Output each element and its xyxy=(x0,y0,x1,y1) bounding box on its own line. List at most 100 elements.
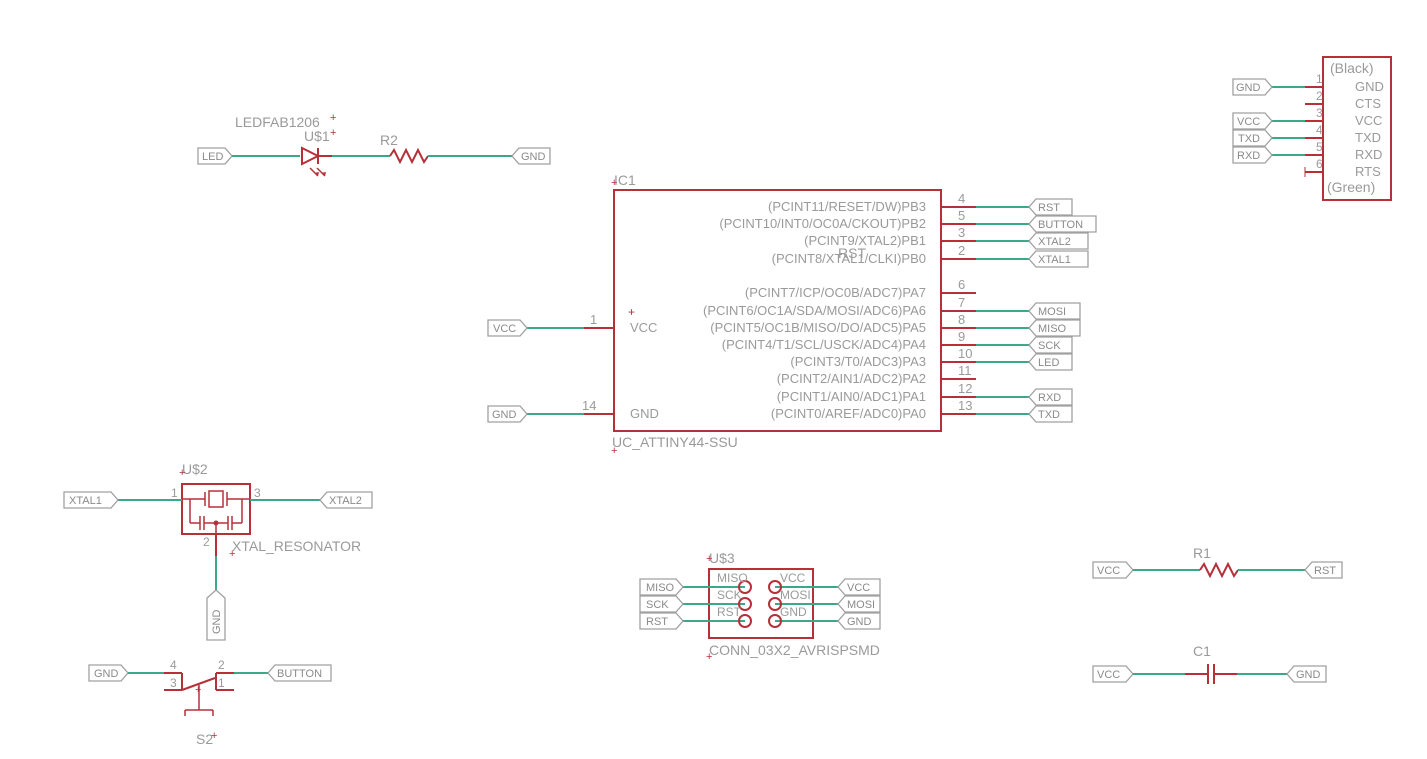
ftdi-header: (Black) (Green) 1 GND GND 2 CTS 3 VCC VC… xyxy=(1232,56,1392,201)
svg-text:TXD: TXD xyxy=(1038,409,1060,421)
net-flag-led[interactable]: LED xyxy=(197,147,233,165)
led-symbol[interactable] xyxy=(301,146,332,177)
svg-text:+: + xyxy=(611,177,617,189)
svg-text:MISO: MISO xyxy=(646,582,675,594)
net-flag-gnd[interactable]: GND xyxy=(1232,78,1273,96)
svg-text:VCC: VCC xyxy=(493,323,516,335)
ftdi-body[interactable] xyxy=(1322,56,1392,201)
net-flag-miso[interactable]: MISO xyxy=(1028,319,1081,337)
ic1-pin-num: 8 xyxy=(958,312,965,327)
ic1-pin-row: (PCINT8/XTAL1/CLKI)PB0 2 XTAL1 xyxy=(772,243,1089,268)
net-flag-gnd[interactable]: GND xyxy=(1286,665,1327,683)
svg-text:VCC: VCC xyxy=(1097,565,1120,577)
ic1-pin-num: 12 xyxy=(958,381,972,396)
u2-pin-num: 2 xyxy=(203,535,210,549)
switch-s2: GND 4 3 2 1 S2 + + BUTTON xyxy=(88,658,332,747)
ftdi-pin-num: 1 xyxy=(1316,72,1323,86)
svg-text:VCC: VCC xyxy=(1237,116,1260,128)
ftdi-pin-num: 3 xyxy=(1316,106,1323,120)
net-flag-xtal2[interactable]: XTAL2 xyxy=(1028,232,1089,250)
svg-text:TXD: TXD xyxy=(1238,133,1260,145)
ic1-value-label: UC_ATTINY44-SSU xyxy=(612,434,738,450)
net-flag-vcc[interactable]: VCC xyxy=(1092,665,1134,683)
c1-symbol[interactable] xyxy=(1185,664,1237,684)
ic1-rst-label: RST xyxy=(838,245,866,261)
svg-text:GND: GND xyxy=(1296,669,1321,681)
net-flag-rxd[interactable]: RXD xyxy=(1232,146,1273,164)
r1-symbol[interactable] xyxy=(1199,561,1239,579)
ic1-pin-num: 9 xyxy=(958,329,965,344)
ic1-pin-num: 2 xyxy=(958,243,965,258)
net-flag-rst[interactable]: RST xyxy=(1028,198,1073,216)
s2-pin-num: 2 xyxy=(218,658,225,672)
svg-text:XTAL1: XTAL1 xyxy=(69,495,102,507)
net-flag-vcc[interactable]: VCC xyxy=(1232,112,1273,130)
svg-text:MOSI: MOSI xyxy=(1038,306,1066,318)
avrisp-pad xyxy=(738,597,752,611)
net-flag-gnd[interactable]: GND xyxy=(511,147,551,165)
origin-cross: + xyxy=(330,127,336,139)
u2-pin-num: 3 xyxy=(254,486,261,500)
net-flag-mosi[interactable]: MOSI xyxy=(837,595,881,613)
resistor-r2[interactable] xyxy=(389,147,429,165)
ic1-pin-name: (PCINT9/XTAL2)PB1 xyxy=(804,233,926,248)
net-flag-vcc[interactable]: VCC xyxy=(487,319,528,337)
net-flag-rxd[interactable]: RXD xyxy=(1028,388,1073,406)
svg-text:XTAL2: XTAL2 xyxy=(1038,236,1071,248)
ftdi-top-label: (Black) xyxy=(1330,60,1374,76)
ftdi-pin-name: TXD xyxy=(1355,130,1381,145)
net-flag-vcc[interactable]: VCC xyxy=(1092,561,1134,579)
ic1-pin-num: 3 xyxy=(958,225,965,240)
svg-text:+: + xyxy=(195,684,201,696)
net-flag-txd[interactable]: TXD xyxy=(1232,129,1273,147)
net-flag-rst[interactable]: RST xyxy=(639,612,684,630)
net-flag-xtal1[interactable]: XTAL1 xyxy=(1028,250,1089,268)
svg-text:XTAL2: XTAL2 xyxy=(329,495,362,507)
net-flag-gnd[interactable]: GND xyxy=(837,612,881,630)
svg-text:+: + xyxy=(611,445,617,457)
net-flag-xtal1[interactable]: XTAL1 xyxy=(63,491,119,509)
ic1-pin-name: (PCINT10/INT0/OC0A/CKOUT)PB2 xyxy=(719,216,926,231)
ic1-pin-num: 11 xyxy=(958,363,972,378)
ic1-right-pins: (PCINT11/RESET/DW)PB34RST(PCINT10/INT0/O… xyxy=(703,191,1097,423)
svg-text:RST: RST xyxy=(1314,565,1336,577)
resistor-r1: VCC R1 RST xyxy=(1092,545,1343,579)
net-flag-button[interactable]: BUTTON xyxy=(1028,215,1097,233)
net-flag-sck[interactable]: SCK xyxy=(1028,336,1073,354)
ic1-pin-row: (PCINT2/AIN1/ADC2)PA2 11 xyxy=(777,363,976,386)
net-flag-gnd[interactable]: GND xyxy=(206,589,226,641)
net-flag-rst[interactable]: RST xyxy=(1304,561,1343,579)
svg-text:GND: GND xyxy=(211,610,223,635)
net-flag-led-text: LED xyxy=(202,151,223,163)
ic1-pin-name: (PCINT2/AIN1/ADC2)PA2 xyxy=(777,371,926,386)
net-flag-mosi[interactable]: MOSI xyxy=(1028,302,1081,320)
svg-text:GND: GND xyxy=(492,409,517,421)
avrisp-pin-label: RST xyxy=(717,605,742,619)
avrisp-pad xyxy=(738,580,752,594)
net-flag-xtal2[interactable]: XTAL2 xyxy=(319,491,373,509)
net-flag-button[interactable]: BUTTON xyxy=(267,664,332,682)
avrisp-pad xyxy=(768,580,782,594)
ic1-pin-name: (PCINT3/T0/ADC3)PA3 xyxy=(790,354,926,369)
net-flag-miso[interactable]: MISO xyxy=(639,578,684,596)
switch-symbol[interactable] xyxy=(164,672,234,716)
s2-pin-num: 1 xyxy=(218,676,225,690)
u2-pin-num: 1 xyxy=(171,486,178,500)
net-flag-txd[interactable]: TXD xyxy=(1028,405,1073,423)
net-flag-led[interactable]: LED xyxy=(1028,353,1073,371)
ic1-pin-num: 4 xyxy=(958,191,965,206)
net-flag-vcc[interactable]: VCC xyxy=(837,578,881,596)
net-flag-gnd[interactable]: GND xyxy=(487,405,528,423)
ic1-pin-name: (PCINT8/XTAL1/CLKI)PB0 xyxy=(772,251,926,266)
ic1-pin-num: 10 xyxy=(958,346,972,361)
net-flag-gnd[interactable]: GND xyxy=(88,664,129,682)
ftdi-pin-num: 4 xyxy=(1316,123,1323,137)
net-flag-sck[interactable]: SCK xyxy=(639,595,684,613)
